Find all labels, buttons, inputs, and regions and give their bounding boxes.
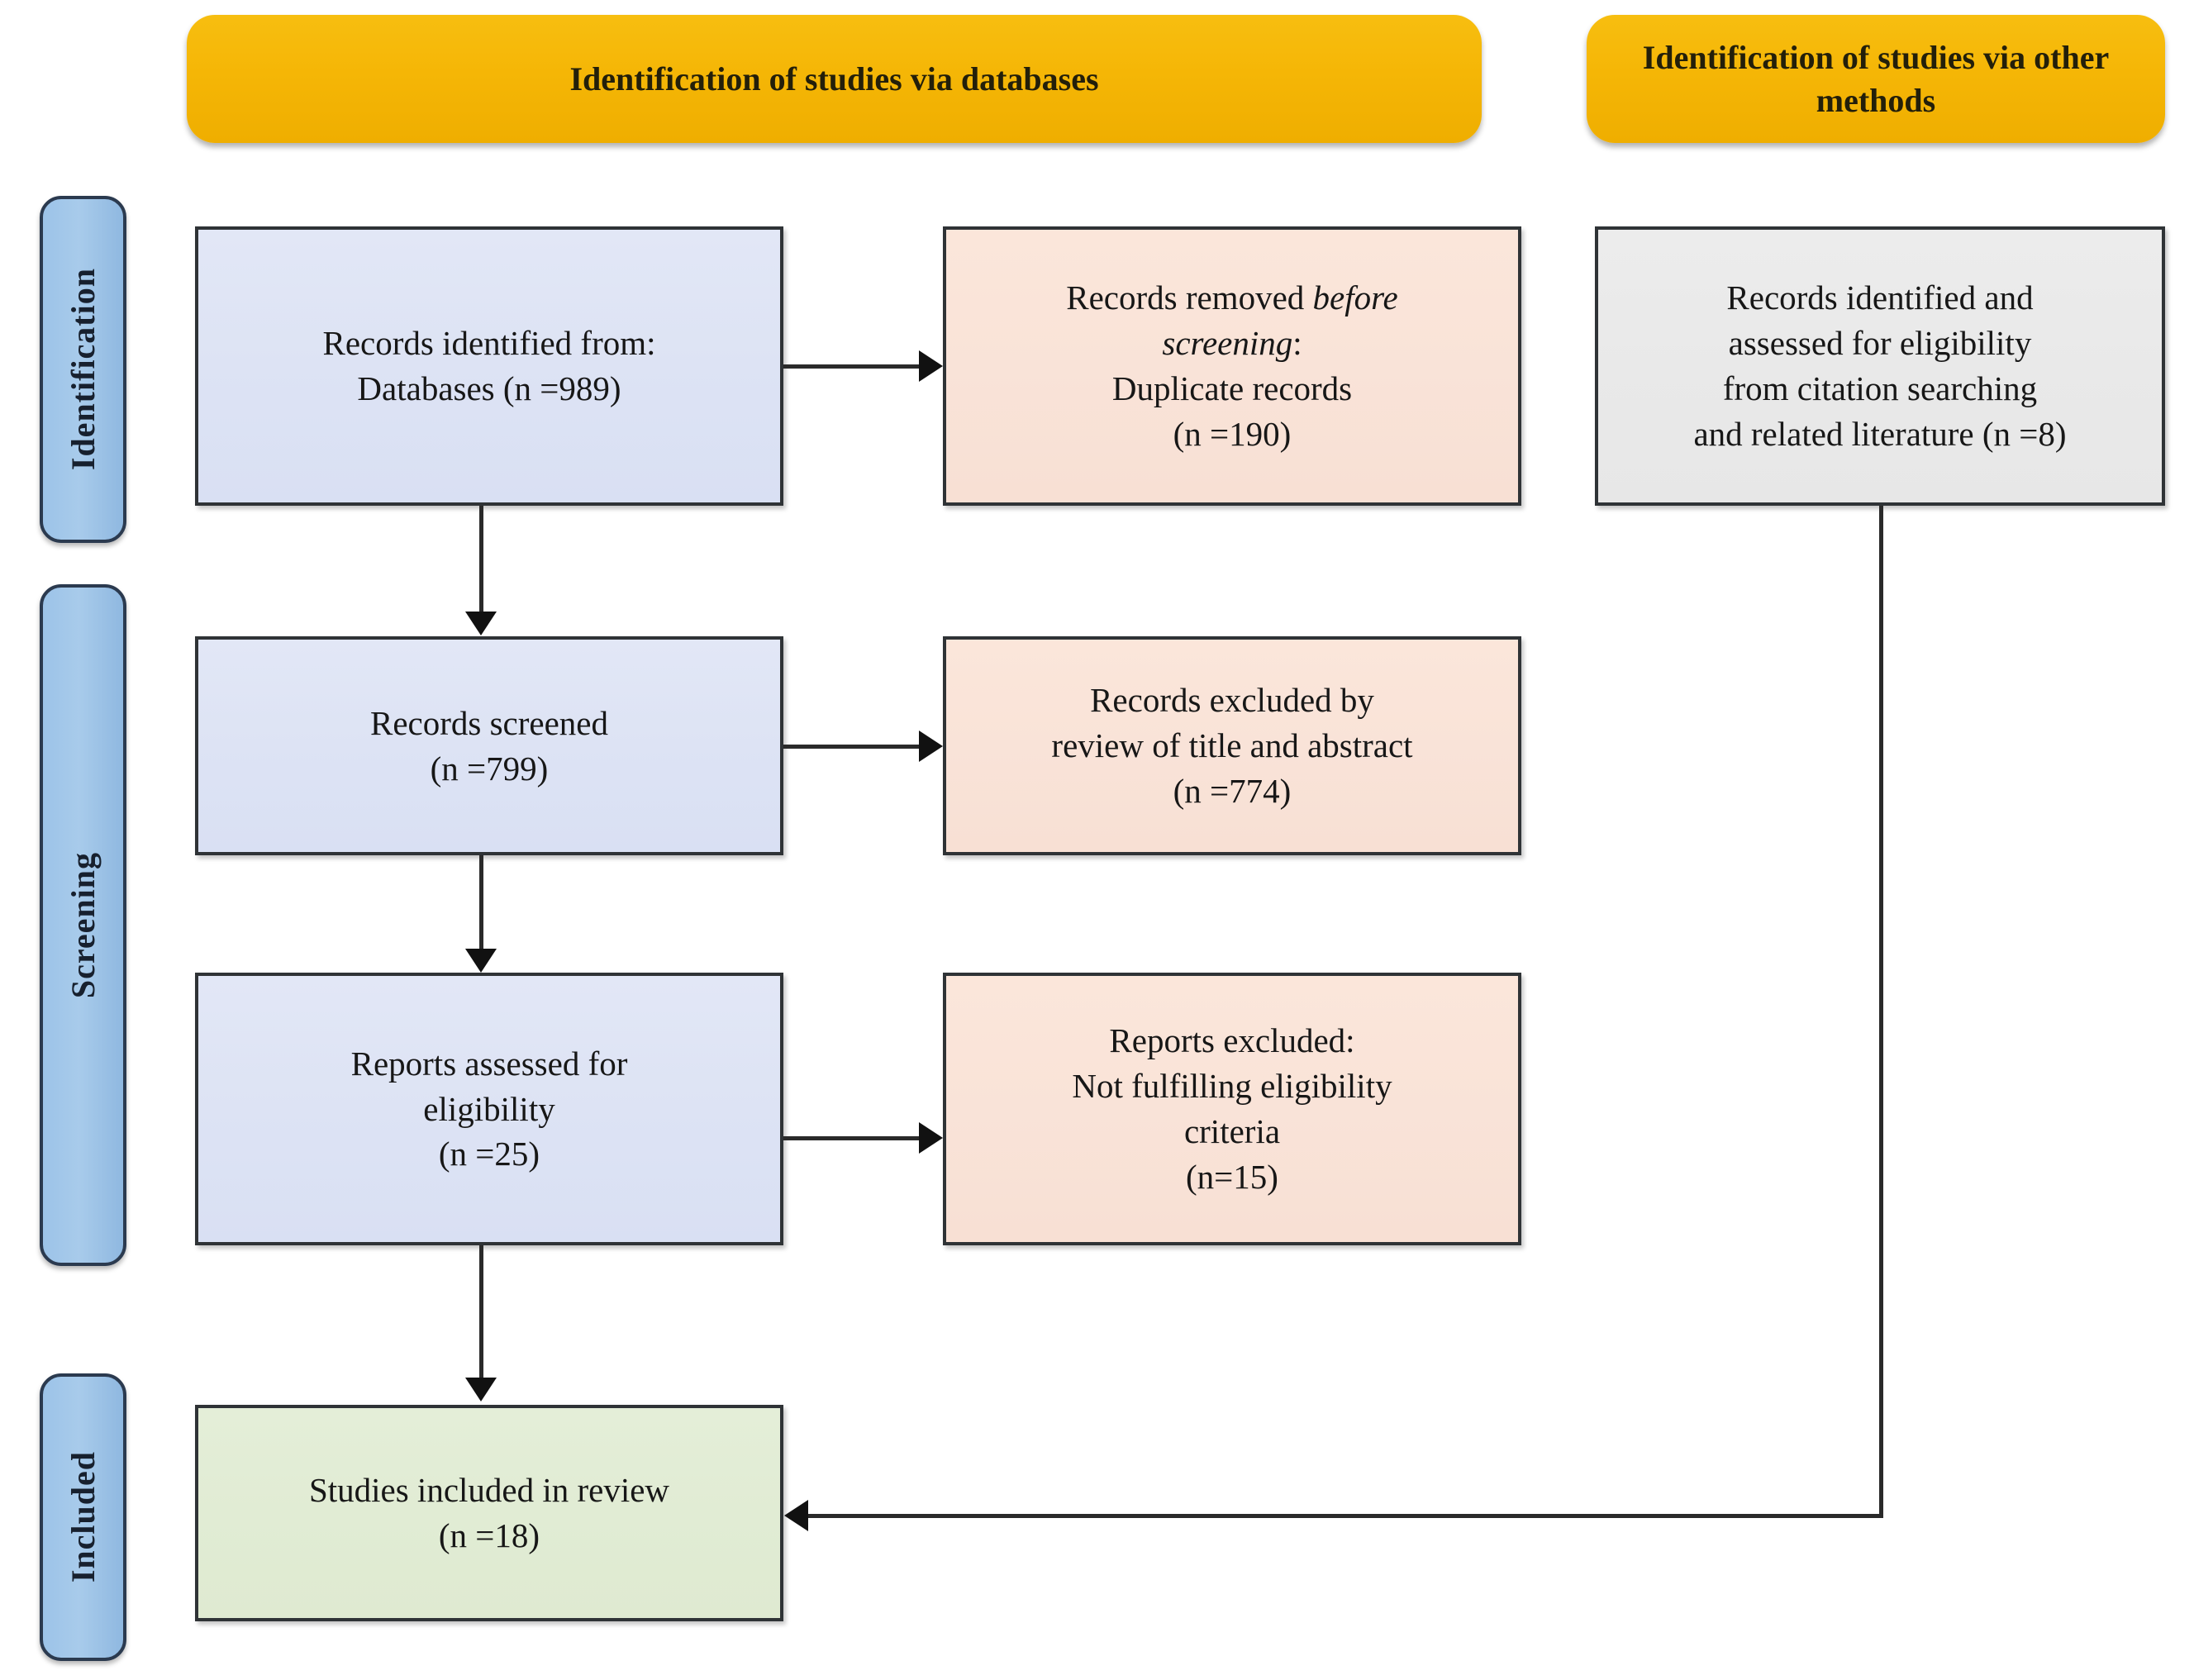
records-excluded-line3: (n =774) <box>1173 771 1292 810</box>
records-removed-line4: (n =190) <box>1173 414 1292 453</box>
arrowhead-identified-to-screened <box>465 612 497 635</box>
records-removed-colon: : <box>1292 324 1302 363</box>
records-other-line3: from citation searching <box>1722 369 2038 407</box>
banner-identification-other-methods: Identification of studies via other meth… <box>1587 15 2165 143</box>
arrowhead-identified-to-removed <box>919 350 943 382</box>
arrowhead-screened-to-assessed <box>465 949 497 973</box>
arrowhead-assessed-to-excluded <box>919 1122 943 1154</box>
banner-other-methods-label: Identification of studies via other meth… <box>1642 38 2110 119</box>
reports-assessed-line2: eligibility <box>423 1089 555 1128</box>
records-removed-line3: Duplicate records <box>1111 369 1353 407</box>
reports-excluded-line4: (n=15) <box>1186 1157 1278 1196</box>
records-screened-line1: Records screened <box>369 703 608 742</box>
phase-label-screening: Screening <box>64 851 102 999</box>
connector-other-methods-down <box>1879 506 1883 1518</box>
records-identified-line2: Databases (n =989) <box>357 369 621 407</box>
connector-identified-to-removed <box>783 364 921 369</box>
records-excluded-line2: review of title and abstract <box>1051 726 1413 765</box>
records-other-line2: assessed for eligibility <box>1728 324 2032 363</box>
phase-label-included: Included <box>64 1451 102 1583</box>
node-reports-excluded: Reports excluded: Not fulfilling eligibi… <box>943 973 1521 1245</box>
reports-assessed-line1: Reports assessed for <box>350 1044 628 1083</box>
records-removed-italic-screening: screening <box>1162 324 1293 363</box>
node-records-removed: Records removed before screening: Duplic… <box>943 226 1521 506</box>
phase-bar-screening: Screening <box>40 584 126 1266</box>
node-records-screened: Records screened (n =799) <box>195 636 783 855</box>
phase-label-identification: Identification <box>64 268 102 471</box>
reports-excluded-line2: Not fulfilling eligibility <box>1072 1067 1392 1106</box>
connector-assessed-to-excluded <box>783 1136 921 1140</box>
records-excluded-line1: Records excluded by <box>1090 681 1374 720</box>
records-identified-line1: Records identified from: <box>322 324 656 363</box>
records-other-line4: and related literature (n =8) <box>1693 414 2067 453</box>
arrowhead-assessed-to-included <box>465 1378 497 1402</box>
banner-databases-label: Identification of studies via databases <box>569 59 1099 98</box>
node-studies-included: Studies included in review (n =18) <box>195 1405 783 1621</box>
studies-included-line2: (n =18) <box>438 1516 540 1554</box>
records-other-line1: Records identified and <box>1726 278 2034 317</box>
records-removed-line1: Records removed <box>1066 278 1313 317</box>
connector-screened-to-excluded <box>783 745 921 749</box>
phase-bar-identification: Identification <box>40 196 126 543</box>
phase-bar-included: Included <box>40 1373 126 1661</box>
reports-excluded-line3: criteria <box>1183 1112 1281 1150</box>
node-reports-assessed: Reports assessed for eligibility (n =25) <box>195 973 783 1245</box>
studies-included-line1: Studies included in review <box>308 1471 670 1510</box>
node-records-identified-other: Records identified and assessed for elig… <box>1595 226 2165 506</box>
connector-assessed-to-included <box>479 1245 483 1379</box>
reports-assessed-line3: (n =25) <box>438 1135 540 1173</box>
connector-other-methods-left <box>808 1514 1883 1518</box>
connector-identified-to-screened <box>479 506 483 613</box>
connector-screened-to-assessed <box>479 855 483 950</box>
records-removed-italic-before: before <box>1312 278 1398 317</box>
banner-identification-databases: Identification of studies via databases <box>187 15 1482 143</box>
reports-excluded-line1: Reports excluded: <box>1109 1021 1355 1060</box>
node-records-identified: Records identified from: Databases (n =9… <box>195 226 783 506</box>
arrowhead-other-methods-to-included <box>784 1500 808 1531</box>
arrowhead-screened-to-excluded <box>919 731 943 762</box>
records-screened-line2: (n =799) <box>430 749 549 788</box>
node-records-excluded: Records excluded by review of title and … <box>943 636 1521 855</box>
